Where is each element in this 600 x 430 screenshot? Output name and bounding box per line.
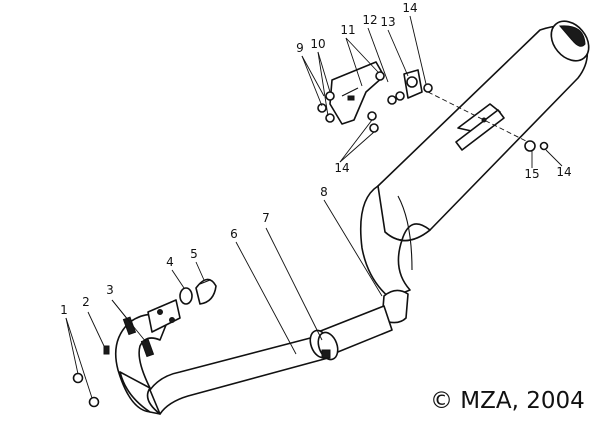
callout-2: 2 bbox=[82, 295, 90, 309]
fasteners-left bbox=[72, 345, 110, 408]
header-pipe bbox=[114, 299, 181, 415]
callout-13: 13 bbox=[380, 15, 395, 29]
callout-10: 10 bbox=[310, 37, 325, 51]
callout-14-right: 14 bbox=[556, 165, 571, 179]
callout-12: 12 bbox=[362, 13, 377, 27]
callout-9: 9 bbox=[296, 41, 304, 55]
callout-7: 7 bbox=[262, 211, 270, 225]
hanger-bracket bbox=[317, 61, 549, 152]
clamp bbox=[309, 329, 339, 361]
callout-11: 11 bbox=[340, 23, 355, 37]
leader-lines bbox=[65, 15, 563, 399]
callout-15: 15 bbox=[524, 167, 539, 181]
callout-14-bottom: 14 bbox=[334, 161, 349, 175]
muffler bbox=[370, 20, 590, 242]
callout-8: 8 bbox=[320, 185, 328, 199]
callout-14-top: 14 bbox=[402, 1, 417, 15]
rear-pipe bbox=[149, 305, 393, 415]
callout-5: 5 bbox=[190, 247, 198, 261]
callout-1: 1 bbox=[60, 303, 68, 317]
callout-6: 6 bbox=[230, 227, 238, 241]
gasket-and-collar bbox=[179, 278, 217, 305]
copyright-text: © MZA, 2004 bbox=[430, 388, 585, 414]
link-pipe bbox=[359, 185, 431, 324]
callout-numbers: 1 2 3 4 5 6 7 8 9 10 11 12 13 14 14 14 1… bbox=[60, 1, 571, 317]
callout-3: 3 bbox=[106, 283, 114, 297]
callout-4: 4 bbox=[166, 255, 174, 269]
